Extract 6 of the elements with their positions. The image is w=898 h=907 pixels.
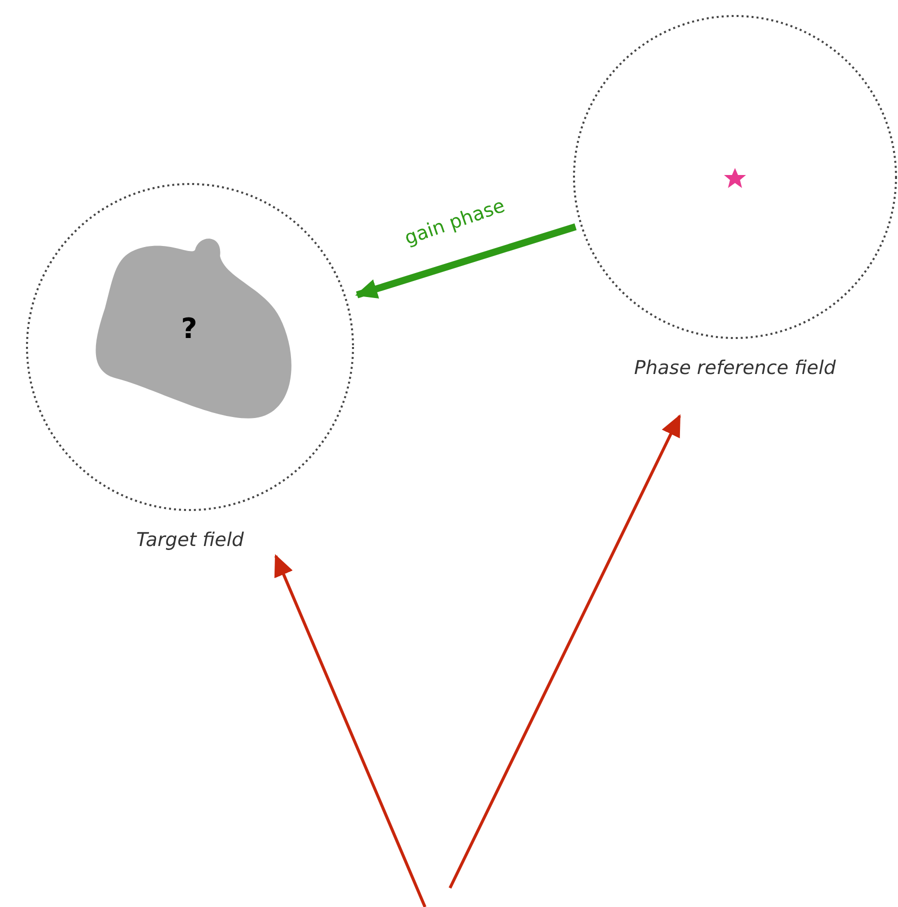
field-label: Phase reference field — [633, 356, 837, 381]
question-mark: ? — [181, 311, 198, 347]
arrow — [355, 223, 577, 298]
arrow — [448, 414, 681, 889]
arrow — [274, 554, 426, 907]
field-label: Target field — [135, 528, 245, 553]
